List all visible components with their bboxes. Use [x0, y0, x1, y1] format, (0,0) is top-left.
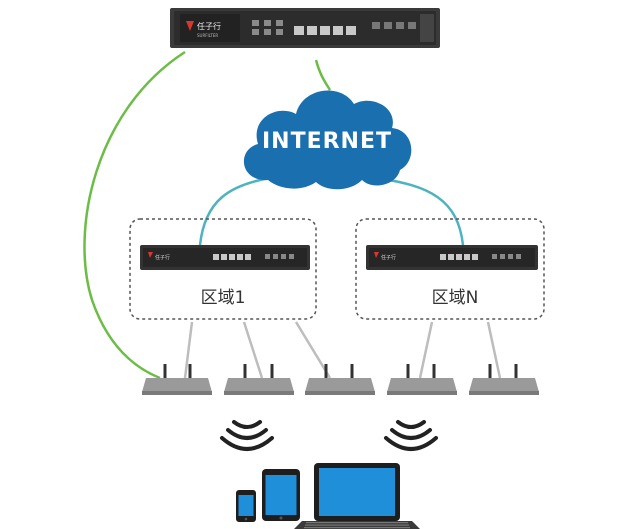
access-point-icon: [387, 364, 457, 395]
wired-link-main-to-cloud: [314, 59, 332, 91]
wireless-signal-icon: [220, 420, 274, 451]
access-point-icon: [469, 364, 539, 395]
zone-1-label: 区域1: [201, 288, 246, 308]
cloud-label: Internet: [262, 129, 392, 154]
access-point-icon: [224, 364, 294, 395]
main-device-brand: 任子行: [197, 21, 221, 31]
connection-lines: [83, 50, 502, 380]
laptop-icon: [294, 463, 420, 529]
main-device-brand-sub: SURFILTER: [197, 33, 218, 38]
zone-n: 任子行 区域N: [355, 218, 545, 320]
access-point-icon: [305, 364, 375, 395]
wireless-signal-icon: [384, 420, 438, 451]
zone-1-device: 任子行: [140, 245, 310, 270]
cloud-icon: [243, 90, 412, 190]
zone-n-device-brand: 任子行: [381, 254, 396, 261]
zone-1: 任子行 区域1: [129, 218, 317, 320]
ap-links: [183, 321, 502, 379]
zone-1-device-brand: 任子行: [155, 254, 170, 261]
internet-link-zone1: [198, 176, 271, 246]
internet-link-zoneN: [374, 176, 465, 246]
main-gateway-device: 任子行 SURFILTER: [170, 8, 440, 48]
router-icon: [186, 21, 194, 31]
phone-icon: [236, 490, 256, 522]
tablet-icon: [262, 469, 300, 521]
zone-n-border: [355, 218, 545, 320]
access-point-icon: [142, 364, 212, 395]
zone-1-border: [129, 218, 317, 320]
access-points: [142, 364, 539, 395]
zone-n-device: 任子行: [366, 245, 538, 270]
zone-n-label: 区域N: [432, 288, 479, 308]
wired-link-main-to-ap1: [83, 50, 186, 380]
